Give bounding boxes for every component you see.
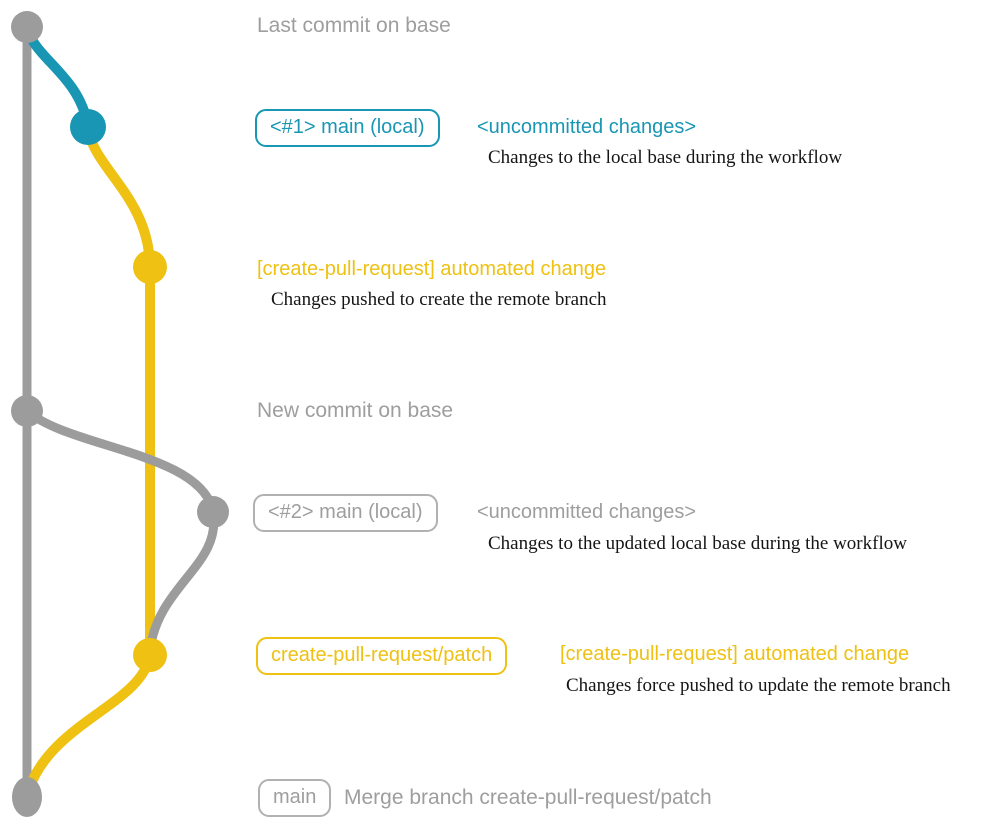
badge-main: main	[258, 779, 332, 817]
commit-dot-local-main-2	[197, 496, 229, 528]
caption-new-commit: New commit on base	[257, 399, 454, 422]
badge-main-local-2: <#2> main (local)	[253, 494, 438, 532]
caption-merge-branch: Merge branch create-pull-request/patch	[344, 786, 712, 809]
badge-main-local-1: <#1> main (local)	[255, 109, 440, 147]
merge-curve	[23, 653, 155, 794]
patch-branch-curve	[83, 128, 155, 266]
base-update-curve	[24, 407, 218, 512]
commit-dot-local-main-1	[70, 109, 106, 145]
badge-patch-branch: create-pull-request/patch	[256, 637, 508, 675]
desc-updated-local-base-changes: Changes to the updated local base during…	[488, 533, 907, 554]
rebase-into-patch-curve	[145, 511, 219, 651]
title-automated-change-2: [create-pull-request] automated change	[560, 643, 910, 665]
desc-pushed-create-remote: Changes pushed to create the remote bran…	[271, 289, 607, 310]
title-uncommitted-changes-1: <uncommitted changes>	[477, 116, 697, 138]
commit-dot-base-new	[11, 395, 43, 427]
commit-dot-base-tip	[11, 11, 43, 43]
title-uncommitted-changes-2: <uncommitted changes>	[477, 501, 697, 523]
commit-dot-patch-1	[133, 250, 167, 284]
commit-dot-merge	[12, 777, 42, 817]
title-automated-change-1: [create-pull-request] automated change	[257, 258, 607, 280]
local-main-branch-curve	[22, 27, 93, 127]
desc-force-pushed-update: Changes force pushed to update the remot…	[566, 675, 951, 696]
commit-dot-patch-2	[133, 638, 167, 672]
caption-last-commit: Last commit on base	[257, 14, 451, 37]
desc-local-base-changes: Changes to the local base during the wor…	[488, 147, 843, 168]
